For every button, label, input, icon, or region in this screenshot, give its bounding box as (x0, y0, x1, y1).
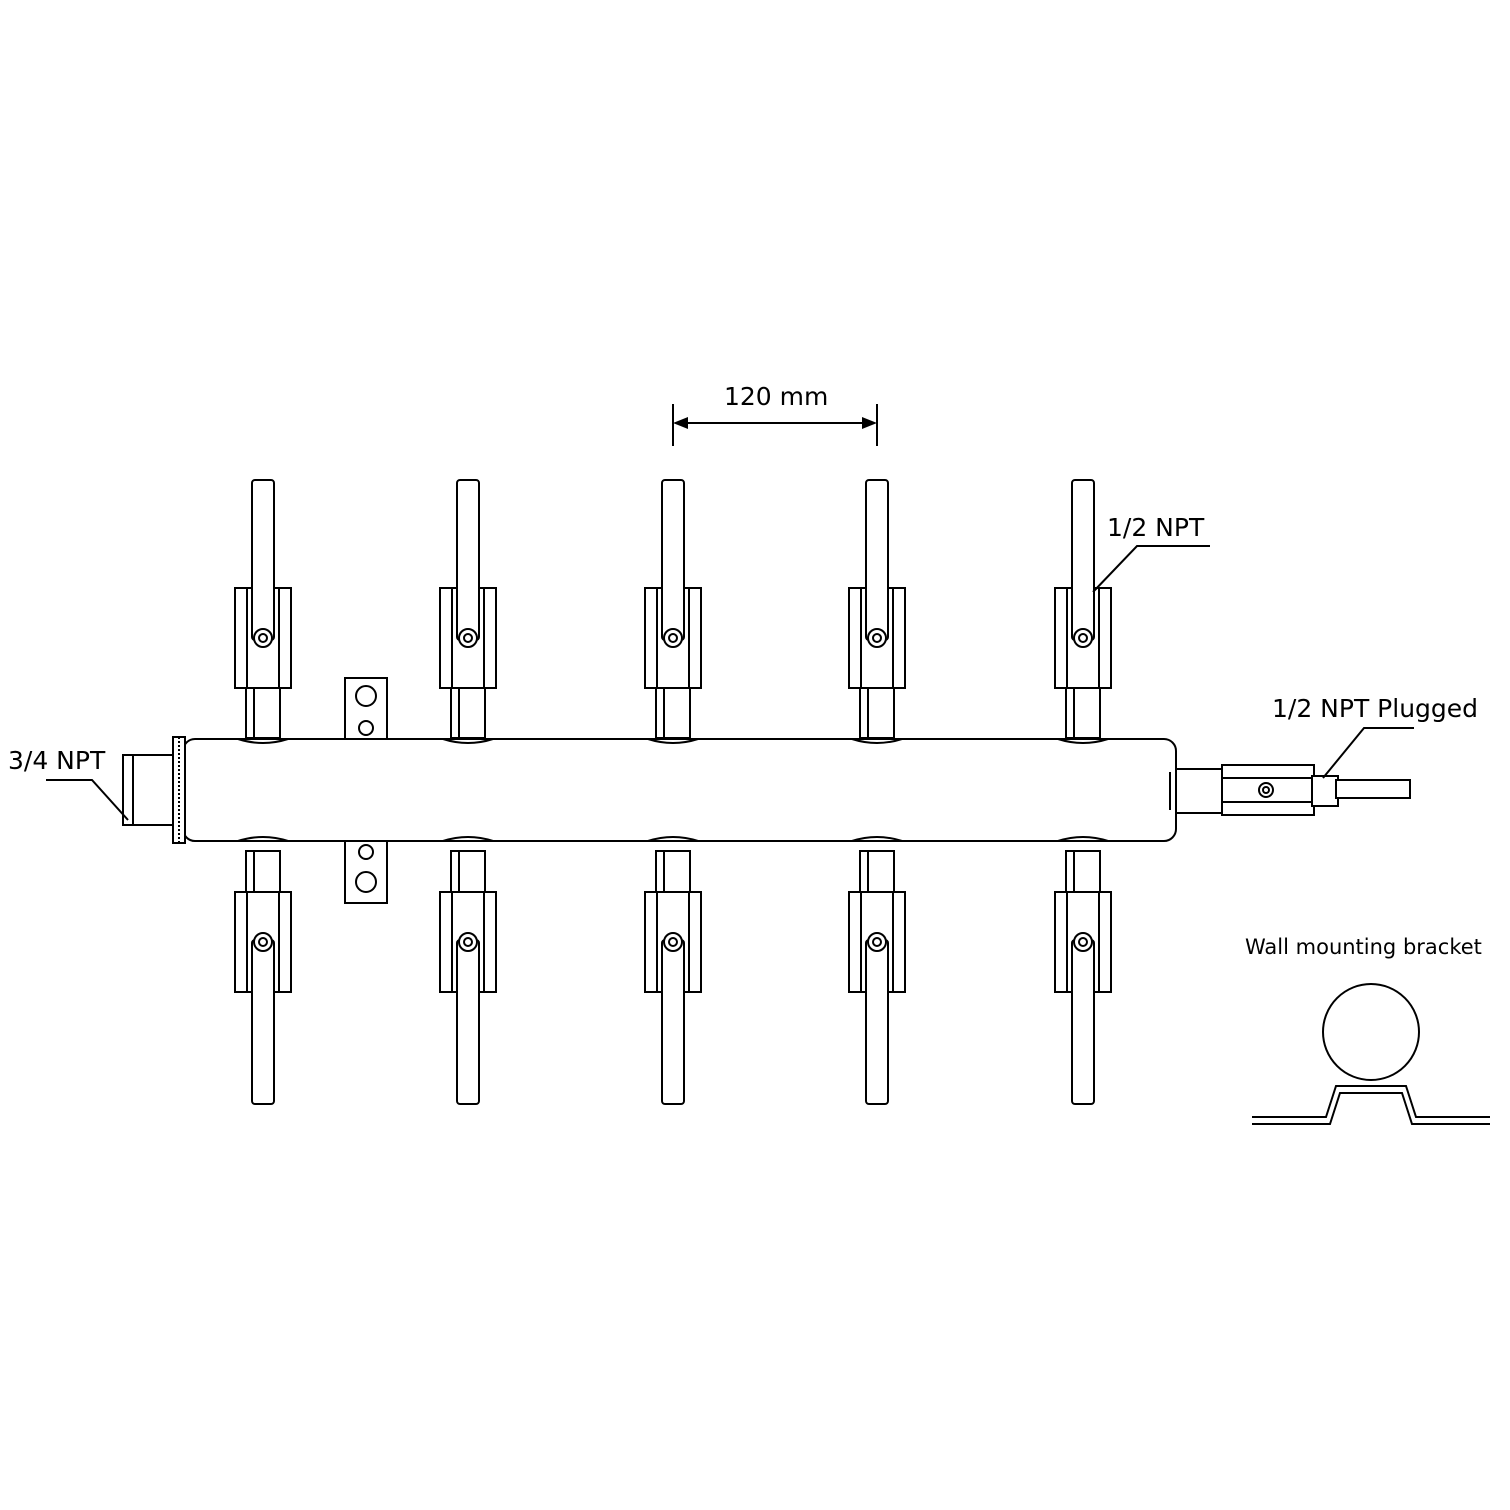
outlet-size-label: 1/2 NPT (1107, 513, 1205, 542)
outlet-leader (1092, 545, 1210, 593)
branch-valve-top-4 (848, 479, 906, 744)
manifold-body (182, 738, 1177, 842)
plugged-leader (1322, 727, 1414, 779)
mounting-plate-bottom (344, 840, 388, 904)
inlet-leader (46, 779, 129, 821)
bracket-detail (1252, 983, 1490, 1125)
branch-valve-bottom-1 (234, 836, 292, 1105)
bottom-valves (234, 836, 1112, 1105)
plugged-outlet-label: 1/2 NPT Plugged (1272, 694, 1479, 723)
plugged-outlet (1175, 764, 1411, 816)
branch-valve-top-1 (234, 479, 292, 744)
spacing-dimension (672, 404, 878, 446)
mounting-plate-top (344, 677, 388, 740)
branch-valve-bottom-2 (439, 836, 497, 1105)
branch-valve-top-3 (644, 479, 702, 744)
spacing-label: 120 mm (724, 382, 829, 411)
branch-valve-top-2 (439, 479, 497, 744)
branch-valve-bottom-4 (848, 836, 906, 1105)
branch-valve-top-5 (1054, 479, 1112, 744)
branch-valve-bottom-3 (644, 836, 702, 1105)
top-valves (234, 479, 1112, 744)
inlet-size-label: 3/4 NPT (8, 746, 106, 775)
bracket-label: Wall mounting bracket (1245, 935, 1482, 959)
inlet-fitting (122, 736, 186, 844)
branch-valve-bottom-5 (1054, 836, 1112, 1105)
